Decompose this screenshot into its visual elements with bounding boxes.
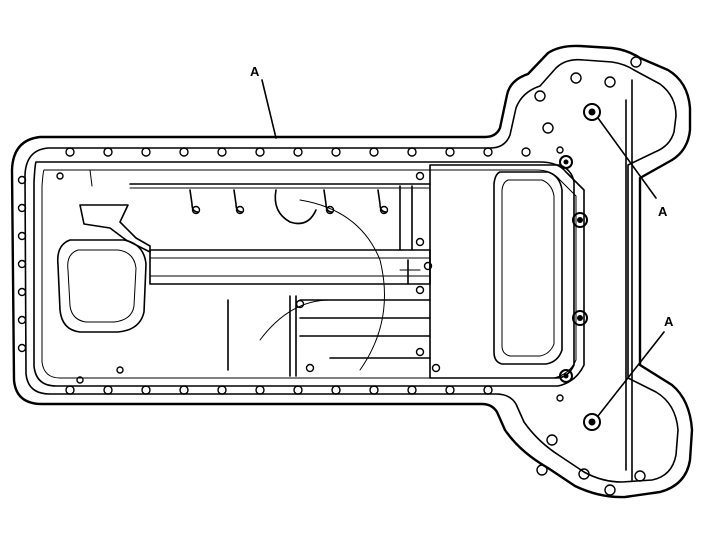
bolt-hole (604, 76, 616, 88)
bolt-hole (415, 347, 425, 357)
callout-leader (597, 331, 665, 417)
bolt-hole (293, 147, 303, 157)
left-bracket (79, 204, 151, 253)
bolt-hole (407, 147, 417, 157)
bolt-hole (179, 385, 189, 395)
bolt-hole (17, 203, 27, 213)
bolt-hole (369, 385, 379, 395)
bolt-hole (578, 468, 590, 480)
bolt-hole (415, 237, 425, 247)
bolt-hole (116, 366, 124, 374)
bolt-hole (235, 205, 245, 215)
bolt-hole (570, 72, 582, 84)
bolt-hole (103, 147, 113, 157)
hook-boss (377, 189, 387, 213)
bolt-hole (556, 394, 564, 402)
vertical-rib (89, 169, 93, 187)
bolt-hole (76, 376, 84, 384)
bolt-hole (17, 343, 27, 353)
hook-boss (189, 189, 199, 213)
bolt-hole (445, 385, 455, 395)
bolt-hole (379, 205, 389, 215)
bolt-hole (17, 315, 27, 325)
bolt-hole (65, 385, 75, 395)
highlighted-bolt (583, 413, 601, 431)
bolt-hole (65, 147, 75, 157)
bolt-hole (369, 147, 379, 157)
oil-pump-pocket-inner (501, 179, 555, 357)
bolt-hole (546, 434, 558, 446)
bolt-hole (17, 231, 27, 241)
callout-label: A (658, 204, 668, 219)
bolt-hole (255, 385, 265, 395)
bolt-holes (17, 56, 646, 496)
callout-label: A (250, 64, 260, 79)
bolt-hole (556, 146, 564, 154)
highlighted-bolt (559, 369, 573, 383)
highlighted-bolt (559, 155, 573, 169)
bolt-hole (179, 147, 189, 157)
oil-pump-pocket (493, 171, 563, 365)
left-bowl (56, 239, 147, 333)
bolt-hole (141, 147, 151, 157)
bolt-hole (445, 147, 455, 157)
left-bowl-inner (67, 249, 137, 323)
oil-pan-inner-flange (24, 58, 679, 483)
hook-boss (233, 189, 243, 213)
bolt-hole (56, 172, 64, 180)
bolt-hole (542, 122, 554, 134)
bolt-hole (103, 385, 113, 395)
sump-rim-inner (41, 169, 577, 379)
bolt-hole (536, 464, 548, 476)
bolt-hole (325, 205, 335, 215)
bolt-hole (604, 484, 616, 496)
bolt-hole (423, 261, 433, 271)
callout-leader (597, 117, 657, 199)
bolt-hole (255, 147, 265, 157)
bolt-hole (431, 363, 441, 373)
bolt-hole (634, 470, 646, 482)
bolt-hole (141, 385, 151, 395)
bolt-hole (331, 147, 341, 157)
hook-boss (274, 189, 317, 225)
bolt-hole (17, 259, 27, 269)
highlighted-bolt (572, 212, 588, 228)
bolt-hole (293, 385, 303, 395)
highlighted-bolt (572, 310, 588, 326)
sump-rim (33, 161, 585, 387)
bolt-hole (217, 385, 227, 395)
bolt-hole (415, 171, 425, 181)
bolt-hole (534, 90, 546, 102)
bolt-hole (331, 385, 341, 395)
crank-clearance-arc (299, 199, 385, 371)
bolt-hole (483, 385, 493, 395)
bolt-hole (305, 363, 315, 373)
callout-leader (261, 79, 277, 139)
oil-pan-outer-flange (10, 44, 694, 499)
callout-label: A (664, 314, 674, 329)
bolt-hole (630, 56, 642, 68)
center-channel (149, 249, 431, 285)
bolt-hole (17, 287, 27, 297)
bolt-hole (295, 299, 305, 309)
bolt-hole (415, 285, 425, 295)
bolt-hole (217, 147, 227, 157)
bolt-hole (521, 147, 531, 157)
crank-clearance-arc-2 (259, 299, 331, 341)
bolt-hole (407, 385, 417, 395)
bolt-hole (483, 147, 493, 157)
bolt-hole (191, 205, 201, 215)
bolt-hole (17, 175, 27, 185)
highlighted-bolt (583, 103, 601, 121)
